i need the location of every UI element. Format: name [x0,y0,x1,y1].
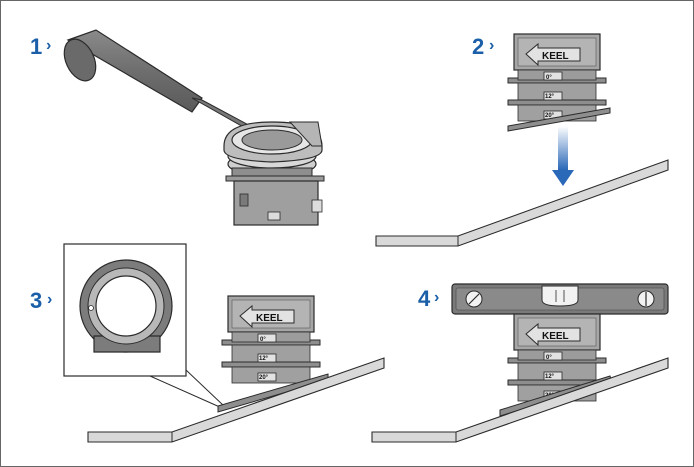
detail-inset [63,243,225,409]
step-3: 3 › KEEL 0° 12° 20° [30,243,385,443]
sealant-tube-icon [63,29,259,134]
transducer-housing-step1 [223,121,325,226]
keel-label: KEEL [542,51,569,62]
step-1-marker: › [46,37,51,54]
step-3-marker: › [47,291,52,308]
step-2: 2 › KEEL 0° 12° 20° [375,33,669,247]
transducer-housing-step2: KEEL 0° 12° 20° [507,33,611,132]
step-1-number: 1 [30,34,42,59]
angle-12-label-step3: 12° [259,356,269,362]
keel-label-step3: KEEL [256,313,283,324]
step-4-marker: › [434,289,439,306]
angle-12-label-step4: 12° [545,374,555,380]
hull-surface-step2 [375,159,669,247]
step-4-number: 4 [418,286,431,311]
hull-surface-step3 [87,357,385,443]
angle-12-label: 12° [545,94,555,100]
step-2-number: 2 [472,34,484,59]
keel-label-step4: KEEL [542,331,569,342]
step-3-number: 3 [30,288,42,313]
spirit-level-icon [451,283,669,315]
step-2-marker: › [489,37,494,54]
angle-20-label-step3: 20° [259,375,269,381]
hull-surface-step4 [371,357,669,443]
angle-0-label: 0° [546,75,552,81]
step-1: 1 › [30,29,325,226]
step-4: 4 › KEEL 0° 12° 20° [371,283,669,443]
angle-0-label-step3: 0° [260,337,266,343]
angle-20-label: 20° [545,113,555,119]
down-arrow-icon [552,126,574,186]
angle-0-label-step4: 0° [546,355,552,361]
